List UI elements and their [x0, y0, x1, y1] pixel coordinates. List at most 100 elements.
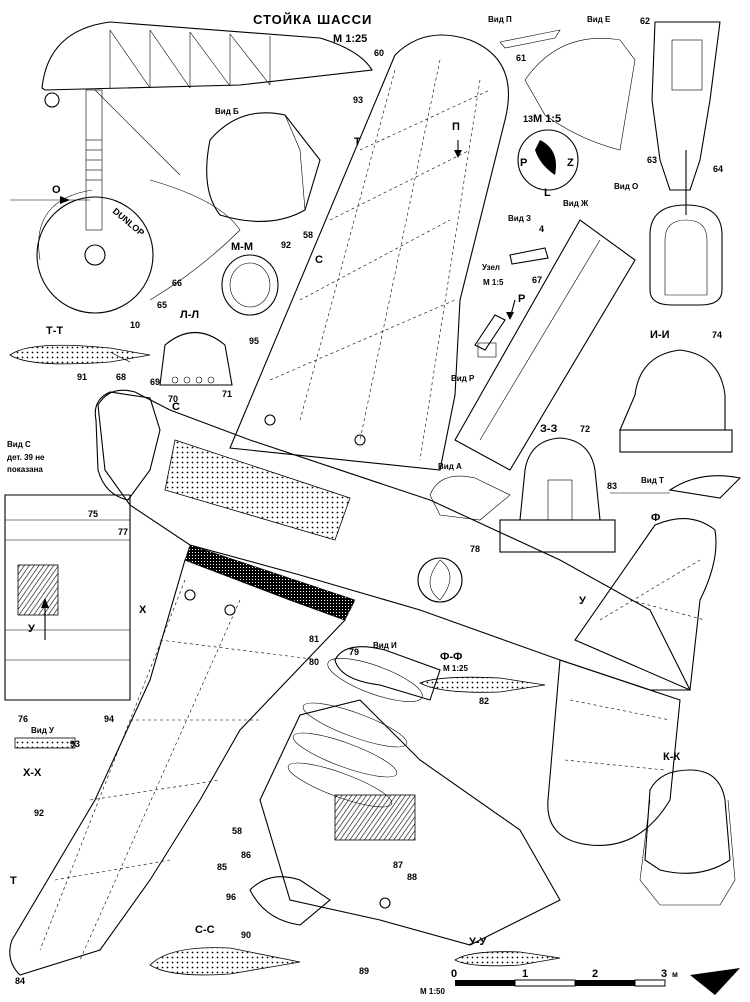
- rivet-hole: [224, 604, 236, 616]
- part-number: 62: [640, 16, 650, 26]
- view-i-shape: [334, 646, 441, 701]
- emblem-letter-z: Z: [567, 157, 574, 169]
- section-ss-shape: [149, 947, 301, 976]
- label-vid-c-note1: дет. 39 не: [7, 453, 45, 462]
- letter-u: У: [579, 595, 586, 607]
- section-ll-shape: [159, 332, 233, 386]
- view-e-panel: [524, 38, 636, 151]
- label-section-mm: М-М: [231, 241, 253, 253]
- cockpit-canopy: [164, 439, 351, 541]
- label-vid-t: Вид Т: [641, 476, 664, 485]
- emblem-scale: М 1:5: [533, 113, 561, 125]
- letter-r: Р: [518, 293, 525, 305]
- part-number: 69: [150, 377, 160, 387]
- scale-unit: м: [672, 970, 678, 979]
- label-section-ss: С-С: [195, 924, 215, 936]
- tail-stabilizer-upper: [574, 518, 717, 691]
- part-number: 81: [309, 634, 319, 644]
- label-section-ii: И-И: [650, 329, 670, 341]
- emblem-letter-l: L: [544, 187, 551, 199]
- letter-y: У: [28, 623, 35, 635]
- label-vid-c-note2: показана: [7, 465, 43, 474]
- part-number: 60: [374, 48, 384, 58]
- label-vid-zh: Вид Ж: [563, 199, 589, 208]
- section-ff-shape: [419, 676, 546, 693]
- underside-engine: [249, 876, 331, 926]
- letter-o: О: [52, 184, 61, 196]
- underside-view: [249, 658, 561, 946]
- view-arrow-icon: [60, 196, 70, 204]
- main-wheel: [36, 196, 154, 314]
- part-number: 94: [104, 714, 114, 724]
- part-number: 95: [249, 336, 259, 346]
- part-number: 13: [523, 114, 533, 124]
- tail-panel-lines: [564, 559, 706, 771]
- label-node: Узел: [482, 263, 500, 272]
- scale-tick-3: 3: [661, 968, 667, 980]
- part-number: 72: [580, 424, 590, 434]
- scale-bar: [455, 979, 666, 987]
- label-section-ll: Л-Л: [180, 309, 199, 321]
- tail-stabilizer-lower: [547, 659, 681, 847]
- part-number: 79: [349, 647, 359, 657]
- fuselage: [97, 389, 691, 691]
- part-number: 84: [15, 976, 25, 986]
- tire-brand: DUNLOP: [111, 206, 147, 238]
- node-z-detail: [474, 247, 549, 358]
- lower-wing-panel-lines: [39, 579, 321, 961]
- lower-wing: [9, 559, 346, 976]
- part-number: 77: [118, 527, 128, 537]
- view-zh-strip: [454, 219, 636, 471]
- part-number: 93: [353, 95, 363, 105]
- emblem-letter-p: P: [520, 157, 527, 169]
- tail-gear-leg: [649, 21, 723, 306]
- view-a-shape: [429, 475, 511, 521]
- part-number: 58: [232, 826, 242, 836]
- label-vid-c: Вид С: [7, 440, 31, 449]
- publisher-logo: [690, 968, 740, 995]
- scale-tick-0: 0: [451, 968, 457, 980]
- bomb-bay: [334, 794, 416, 841]
- part-number: 74: [712, 330, 722, 340]
- letter-c1: С: [315, 254, 323, 266]
- arrow-icon: [454, 150, 462, 158]
- label-section-ff: Ф-Ф: [440, 651, 462, 663]
- part-number-labels: 4 10 13 58 58 60 61 62 63 64 65 66 67 68…: [15, 16, 723, 986]
- view-t-shape: [668, 475, 742, 499]
- arrow-icon: [41, 598, 49, 608]
- engine-cowling: [94, 391, 161, 501]
- wing-root-strip: [184, 544, 356, 621]
- rivet-hole: [264, 414, 276, 426]
- part-number: 87: [393, 860, 403, 870]
- label-vid-a: Вид А: [438, 462, 462, 471]
- label-section-ff-scale: М 1:25: [443, 664, 468, 673]
- part-number: 65: [157, 300, 167, 310]
- drawing-title-scale: М 1:25: [333, 33, 367, 45]
- letter-t1: Т: [354, 136, 361, 148]
- part-number: 76: [18, 714, 28, 724]
- part-number: 63: [647, 155, 657, 165]
- part-number: 93: [70, 739, 80, 749]
- part-number: 67: [532, 275, 542, 285]
- part-number: 86: [241, 850, 251, 860]
- scale-tick-1: 1: [522, 968, 528, 980]
- part-number: 61: [516, 53, 526, 63]
- part-number: 90: [241, 930, 251, 940]
- part-number: 88: [407, 872, 417, 882]
- part-number: 4: [539, 224, 544, 234]
- label-vid-u: Вид У: [31, 726, 55, 735]
- letter-c2: С: [172, 401, 180, 413]
- letter-f: Ф: [651, 512, 660, 524]
- rivet-hole: [379, 897, 391, 909]
- label-vid-i: Вид И: [373, 641, 397, 650]
- label-vid-b: Вид Б: [215, 107, 239, 116]
- label-node-scale: М 1:5: [483, 278, 504, 287]
- section-tt-shape: [9, 344, 151, 365]
- section-xx-shape: [14, 737, 76, 749]
- part-number: 58: [303, 230, 313, 240]
- section-zz-shape: [499, 437, 616, 553]
- part-number: 96: [226, 892, 236, 902]
- part-number: 78: [470, 544, 480, 554]
- part-number: 68: [116, 372, 126, 382]
